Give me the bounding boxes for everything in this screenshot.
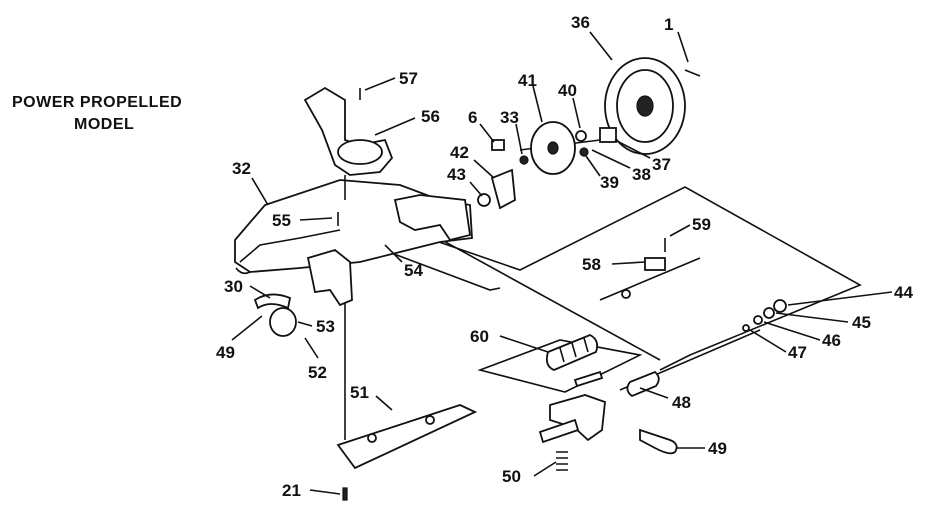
- callout-52: 52: [308, 363, 327, 382]
- cable-lower-line: [419, 227, 661, 361]
- callout-58: 58: [582, 255, 601, 274]
- callout-51: 51: [350, 383, 369, 402]
- leader-lines: [231, 31, 893, 495]
- cable-boundary-line: [409, 186, 862, 371]
- callout-32: 32: [232, 159, 251, 178]
- handle-bracket: [303, 86, 394, 200]
- callout-49-left: 49: [216, 343, 235, 362]
- callout-46: 46: [822, 331, 841, 350]
- assembly-lines: [344, 139, 862, 440]
- u-clip: [639, 428, 678, 455]
- spring: [556, 451, 568, 471]
- callout-40: 40: [558, 81, 577, 100]
- diagram-title-line-1: POWER PROPELLED: [12, 94, 183, 111]
- drive-gear: [530, 121, 576, 175]
- blade: [336, 404, 478, 470]
- callout-44: 44: [894, 283, 913, 302]
- gear-box: [393, 194, 472, 242]
- cable-rod-line: [599, 257, 701, 301]
- diagram-title-line-2: MODEL: [74, 116, 135, 133]
- callout-56: 56: [421, 107, 440, 126]
- callout-labels: 1 36 41 40 57 56 6 33 42 43 37 38 39 32 …: [216, 13, 913, 500]
- callout-36: 36: [571, 13, 590, 32]
- callout-30: 30: [224, 277, 243, 296]
- callout-57: 57: [399, 69, 418, 88]
- callout-53: 53: [316, 317, 335, 336]
- callout-48: 48: [672, 393, 691, 412]
- callout-21: 21: [282, 481, 301, 500]
- cable-path-line: [369, 244, 501, 291]
- callout-55: 55: [272, 211, 291, 230]
- callout-1: 1: [664, 15, 673, 34]
- callout-6: 6: [468, 108, 477, 127]
- callout-43: 43: [447, 165, 466, 184]
- mounting-plate: [306, 249, 353, 307]
- rear-wheel: [604, 57, 686, 155]
- grip-box-outline: [477, 339, 643, 393]
- callout-39: 39: [600, 173, 619, 192]
- callout-38: 38: [632, 165, 651, 184]
- callout-37: 37: [652, 155, 671, 174]
- control-lever: [538, 370, 660, 444]
- grip: [545, 334, 599, 371]
- callout-49-right: 49: [708, 439, 727, 458]
- callout-45: 45: [852, 313, 871, 332]
- callout-54: 54: [404, 261, 423, 280]
- callout-50: 50: [502, 467, 521, 486]
- wheel-adjuster: [253, 293, 297, 337]
- blade-bolt: [342, 487, 348, 501]
- callout-60: 60: [470, 327, 489, 346]
- callout-33: 33: [500, 108, 519, 127]
- callout-47: 47: [788, 343, 807, 362]
- callout-42: 42: [450, 143, 469, 162]
- callout-41: 41: [518, 71, 537, 90]
- deck-housing: [234, 179, 473, 275]
- small-hardware: [337, 69, 787, 332]
- callout-59: 59: [692, 215, 711, 234]
